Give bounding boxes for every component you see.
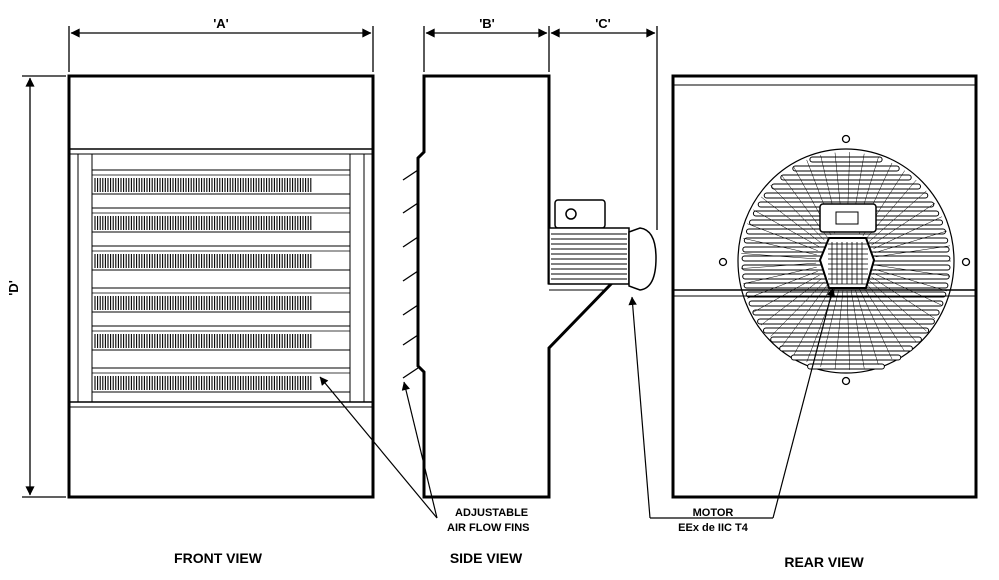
motor-callout-leaders [628, 287, 836, 519]
rear-view-label: REAR VIEW [784, 554, 864, 570]
fin-row [91, 245, 351, 271]
motor-callout-line1: MOTOR [693, 507, 734, 519]
dimension-b-label: 'B' [479, 16, 495, 31]
fin-row [91, 207, 351, 233]
rear-view [671, 74, 978, 499]
dimension-c [550, 26, 658, 230]
side-view-label: SIDE VIEW [450, 550, 523, 566]
fin-row [91, 287, 351, 313]
front-view [67, 74, 375, 499]
fins-callout-line2: AIR FLOW FINS [447, 522, 530, 534]
fin-row [91, 325, 351, 351]
front-fin-rows [91, 169, 351, 393]
motor-side [548, 199, 657, 291]
front-view-label: FRONT VIEW [174, 550, 263, 566]
motor-callout-line2: EEx de IIC T4 [678, 522, 749, 534]
dimension-b [423, 26, 550, 72]
fin-row [91, 169, 351, 195]
adjustable-fins [402, 169, 419, 379]
fins-callout-line1: ADJUSTABLE [455, 507, 528, 519]
mounting-holes [718, 134, 971, 386]
motor-rear [818, 203, 877, 289]
dimension-d [22, 75, 66, 498]
fins-callout-leaders [319, 376, 438, 519]
dimension-a-label: 'A' [213, 16, 229, 31]
fin-row [91, 367, 351, 393]
dimension-d-label: 'D' [6, 280, 21, 296]
dimension-c-label: 'C' [595, 16, 611, 31]
dimension-a [68, 26, 374, 72]
side-view [402, 74, 657, 499]
